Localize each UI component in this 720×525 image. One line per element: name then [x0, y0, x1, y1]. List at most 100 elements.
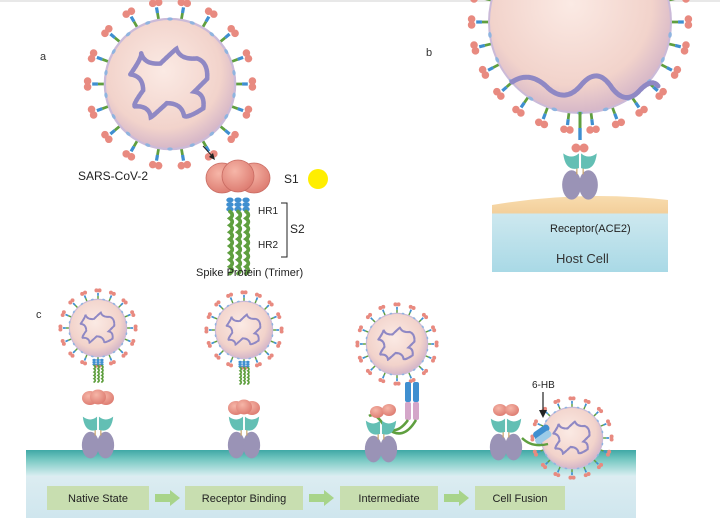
spike-hr1: [502, 87, 506, 91]
spike-hr1: [225, 130, 229, 134]
spike-hr1: [131, 17, 134, 22]
spike-protein: [122, 139, 138, 160]
spike-head: [231, 131, 239, 139]
spike-head: [105, 135, 113, 143]
viral-membrane: [490, 0, 670, 112]
spike-head: [685, 15, 693, 23]
spike-protein: [602, 434, 614, 441]
spike-protein: [670, 15, 692, 29]
stage-s1-head: [236, 400, 252, 415]
spike-hr1: [567, 119, 568, 125]
ace2-base-right: [505, 434, 522, 461]
spike-head: [482, 71, 490, 79]
receptor-label: Receptor(ACE2): [550, 223, 631, 235]
spike-protein: [366, 365, 376, 375]
spike-hr1: [110, 130, 114, 134]
spike-protein: [94, 288, 101, 300]
spike-hr1: [596, 412, 598, 414]
spike-protein: [366, 313, 376, 323]
spike-protein: [264, 350, 274, 360]
spike-hr1: [183, 7, 184, 13]
spike-hr1: [131, 146, 134, 151]
spike-protein: [533, 419, 544, 426]
spike-hr1: [231, 297, 232, 300]
spike-head: [80, 292, 84, 296]
hr1-segment: [246, 361, 250, 363]
ace2-head-left: [83, 417, 97, 431]
hr2-coil: [240, 368, 241, 385]
spike-hr1: [371, 318, 373, 320]
spike-head: [599, 463, 603, 467]
spike-protein: [122, 7, 138, 28]
spike-protein: [264, 300, 274, 310]
spike-hr1: [267, 353, 269, 355]
spike-protein: [240, 290, 247, 302]
spike-head: [214, 303, 218, 307]
spike-protein: [61, 310, 72, 317]
spike-head: [607, 450, 611, 454]
spike-protein: [219, 25, 239, 43]
spike-protein: [358, 355, 369, 362]
virion-bound: [468, 0, 692, 153]
spike-protein: [226, 356, 233, 367]
spike-hr1: [211, 317, 214, 318]
step-label-native: Native State: [68, 493, 128, 505]
spike-protein: [80, 354, 87, 365]
spike-hr1: [274, 317, 277, 318]
spike-hr1: [65, 315, 68, 316]
viral-membrane: [216, 302, 272, 358]
fusion-stage: [355, 302, 438, 462]
hr1-segment: [234, 197, 241, 202]
spike-hr1: [521, 103, 524, 108]
hr2-coil: [94, 366, 95, 383]
ace2-base-left: [82, 432, 99, 459]
spike-protein: [355, 340, 367, 347]
spike-protein: [84, 77, 106, 91]
spike-head: [130, 310, 134, 314]
panel-b-letter: b: [426, 47, 432, 59]
spike-protein: [124, 339, 135, 346]
spike-protein: [178, 147, 191, 169]
spike-hr1: [615, 114, 617, 119]
spike-protein: [553, 399, 560, 410]
spike-head: [112, 360, 116, 364]
stage-s1-head: [505, 404, 519, 416]
spike-head: [412, 378, 416, 382]
stage-s1-head: [493, 404, 507, 416]
spike-head: [472, 47, 480, 55]
spike-hr1: [592, 119, 593, 125]
spike-hr1: [156, 155, 157, 161]
ace2-base-right: [380, 436, 397, 463]
spike-head: [205, 7, 213, 15]
spike-hr1: [429, 357, 432, 358]
viral-membrane: [542, 408, 602, 468]
hr1-segment: [226, 197, 233, 202]
ace2: [562, 153, 598, 199]
spike-head: [62, 342, 66, 346]
spike-head: [368, 371, 372, 375]
stage-s1-head: [90, 390, 106, 405]
spike-head: [243, 49, 251, 57]
spike-head: [226, 294, 230, 298]
spike-head: [587, 472, 591, 476]
spike-hr1: [371, 368, 373, 370]
spike-protein: [118, 348, 128, 358]
spike-head: [149, 0, 157, 7]
spike-head: [217, 356, 221, 360]
ace2-base-left: [490, 434, 507, 461]
spike-hr1: [128, 315, 131, 316]
hr1-segment: [242, 363, 246, 365]
hr2-coil: [246, 212, 248, 274]
spike-head: [207, 315, 211, 319]
hr2-coil: [248, 368, 249, 385]
spike-protein: [88, 106, 110, 119]
spike-protein: [586, 111, 600, 133]
spike-head: [568, 396, 572, 400]
hr2-label: HR2: [258, 240, 278, 251]
spike-protein: [207, 312, 218, 319]
spike-hr1: [85, 358, 86, 361]
spike-protein: [58, 324, 70, 331]
hr1-segment: [238, 363, 242, 365]
hr1-segment: [242, 197, 249, 202]
